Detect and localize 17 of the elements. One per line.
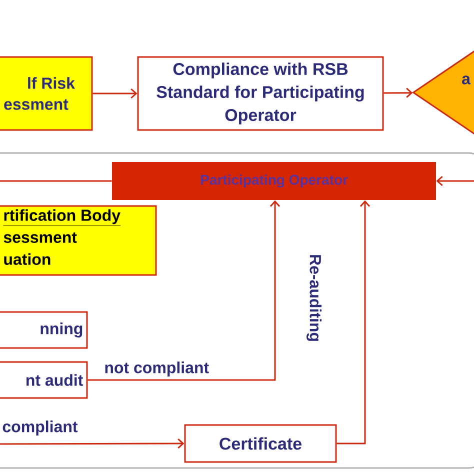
process-box: lf Risk essment <box>0 56 93 131</box>
edge-label: Re-auditing <box>306 253 322 343</box>
edge-label: compliant <box>1 420 79 436</box>
arrow <box>384 88 413 98</box>
arrow <box>88 200 280 381</box>
process-box: nning <box>0 311 88 349</box>
process-box: nt audit <box>0 361 88 399</box>
arrow <box>336 200 370 444</box>
process-box: rtification Body sessment uation <box>0 205 157 276</box>
edge-label: not compliant <box>103 360 210 378</box>
process-bar: Participating Operator <box>112 162 436 200</box>
arrow <box>436 176 474 186</box>
process-box: Compliance with RSB Standard for Participating Operator <box>137 56 384 131</box>
process-box: Certificate <box>184 424 337 463</box>
arrow <box>0 438 184 449</box>
container-box <box>0 152 474 469</box>
arrow <box>92 88 138 99</box>
